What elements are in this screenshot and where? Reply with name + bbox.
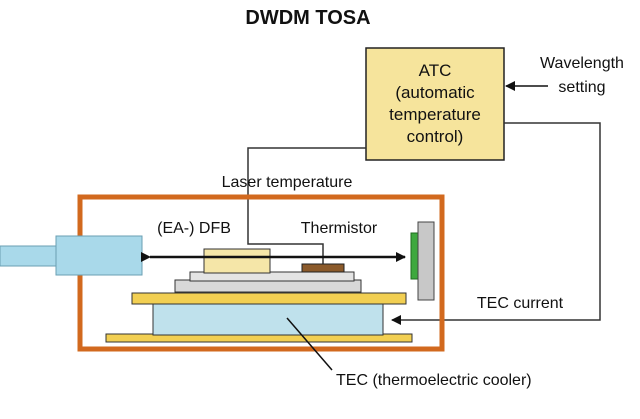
wavelength-setting-line1: Wavelength xyxy=(540,55,624,72)
thermistor-chip xyxy=(301,263,345,273)
rear-mount xyxy=(417,221,435,301)
atc-box xyxy=(365,47,505,161)
fiber-ferrule xyxy=(55,235,143,276)
dfb-label: (EA-) DFB xyxy=(157,220,231,237)
atc-label-line3: temperature xyxy=(389,105,481,124)
atc-label-line1: ATC xyxy=(419,61,452,80)
tec-leader-line xyxy=(286,317,333,371)
thermistor-label: Thermistor xyxy=(301,220,378,237)
tec-body xyxy=(152,303,384,336)
atc-label-line4: control) xyxy=(407,127,464,146)
tec-current-label: TEC current xyxy=(477,295,564,312)
tec-current-line xyxy=(391,122,601,325)
tec-top-plate xyxy=(131,292,407,305)
thermistor-signal-line xyxy=(247,147,366,266)
atc-label-line2: (automatic xyxy=(395,83,475,102)
monitor-photodiode xyxy=(410,232,419,280)
wavelength-setting-line2: setting xyxy=(558,79,605,96)
tec-label: TEC (thermoelectric cooler) xyxy=(336,372,532,389)
fiber-pigtail xyxy=(0,245,59,267)
submount-base xyxy=(174,279,362,293)
laser-temperature-label: Laser temperature xyxy=(222,174,353,191)
dfb-laser-chip xyxy=(203,248,271,274)
submount-upper xyxy=(189,271,355,282)
diagram-title: DWDM TOSA xyxy=(245,7,370,29)
